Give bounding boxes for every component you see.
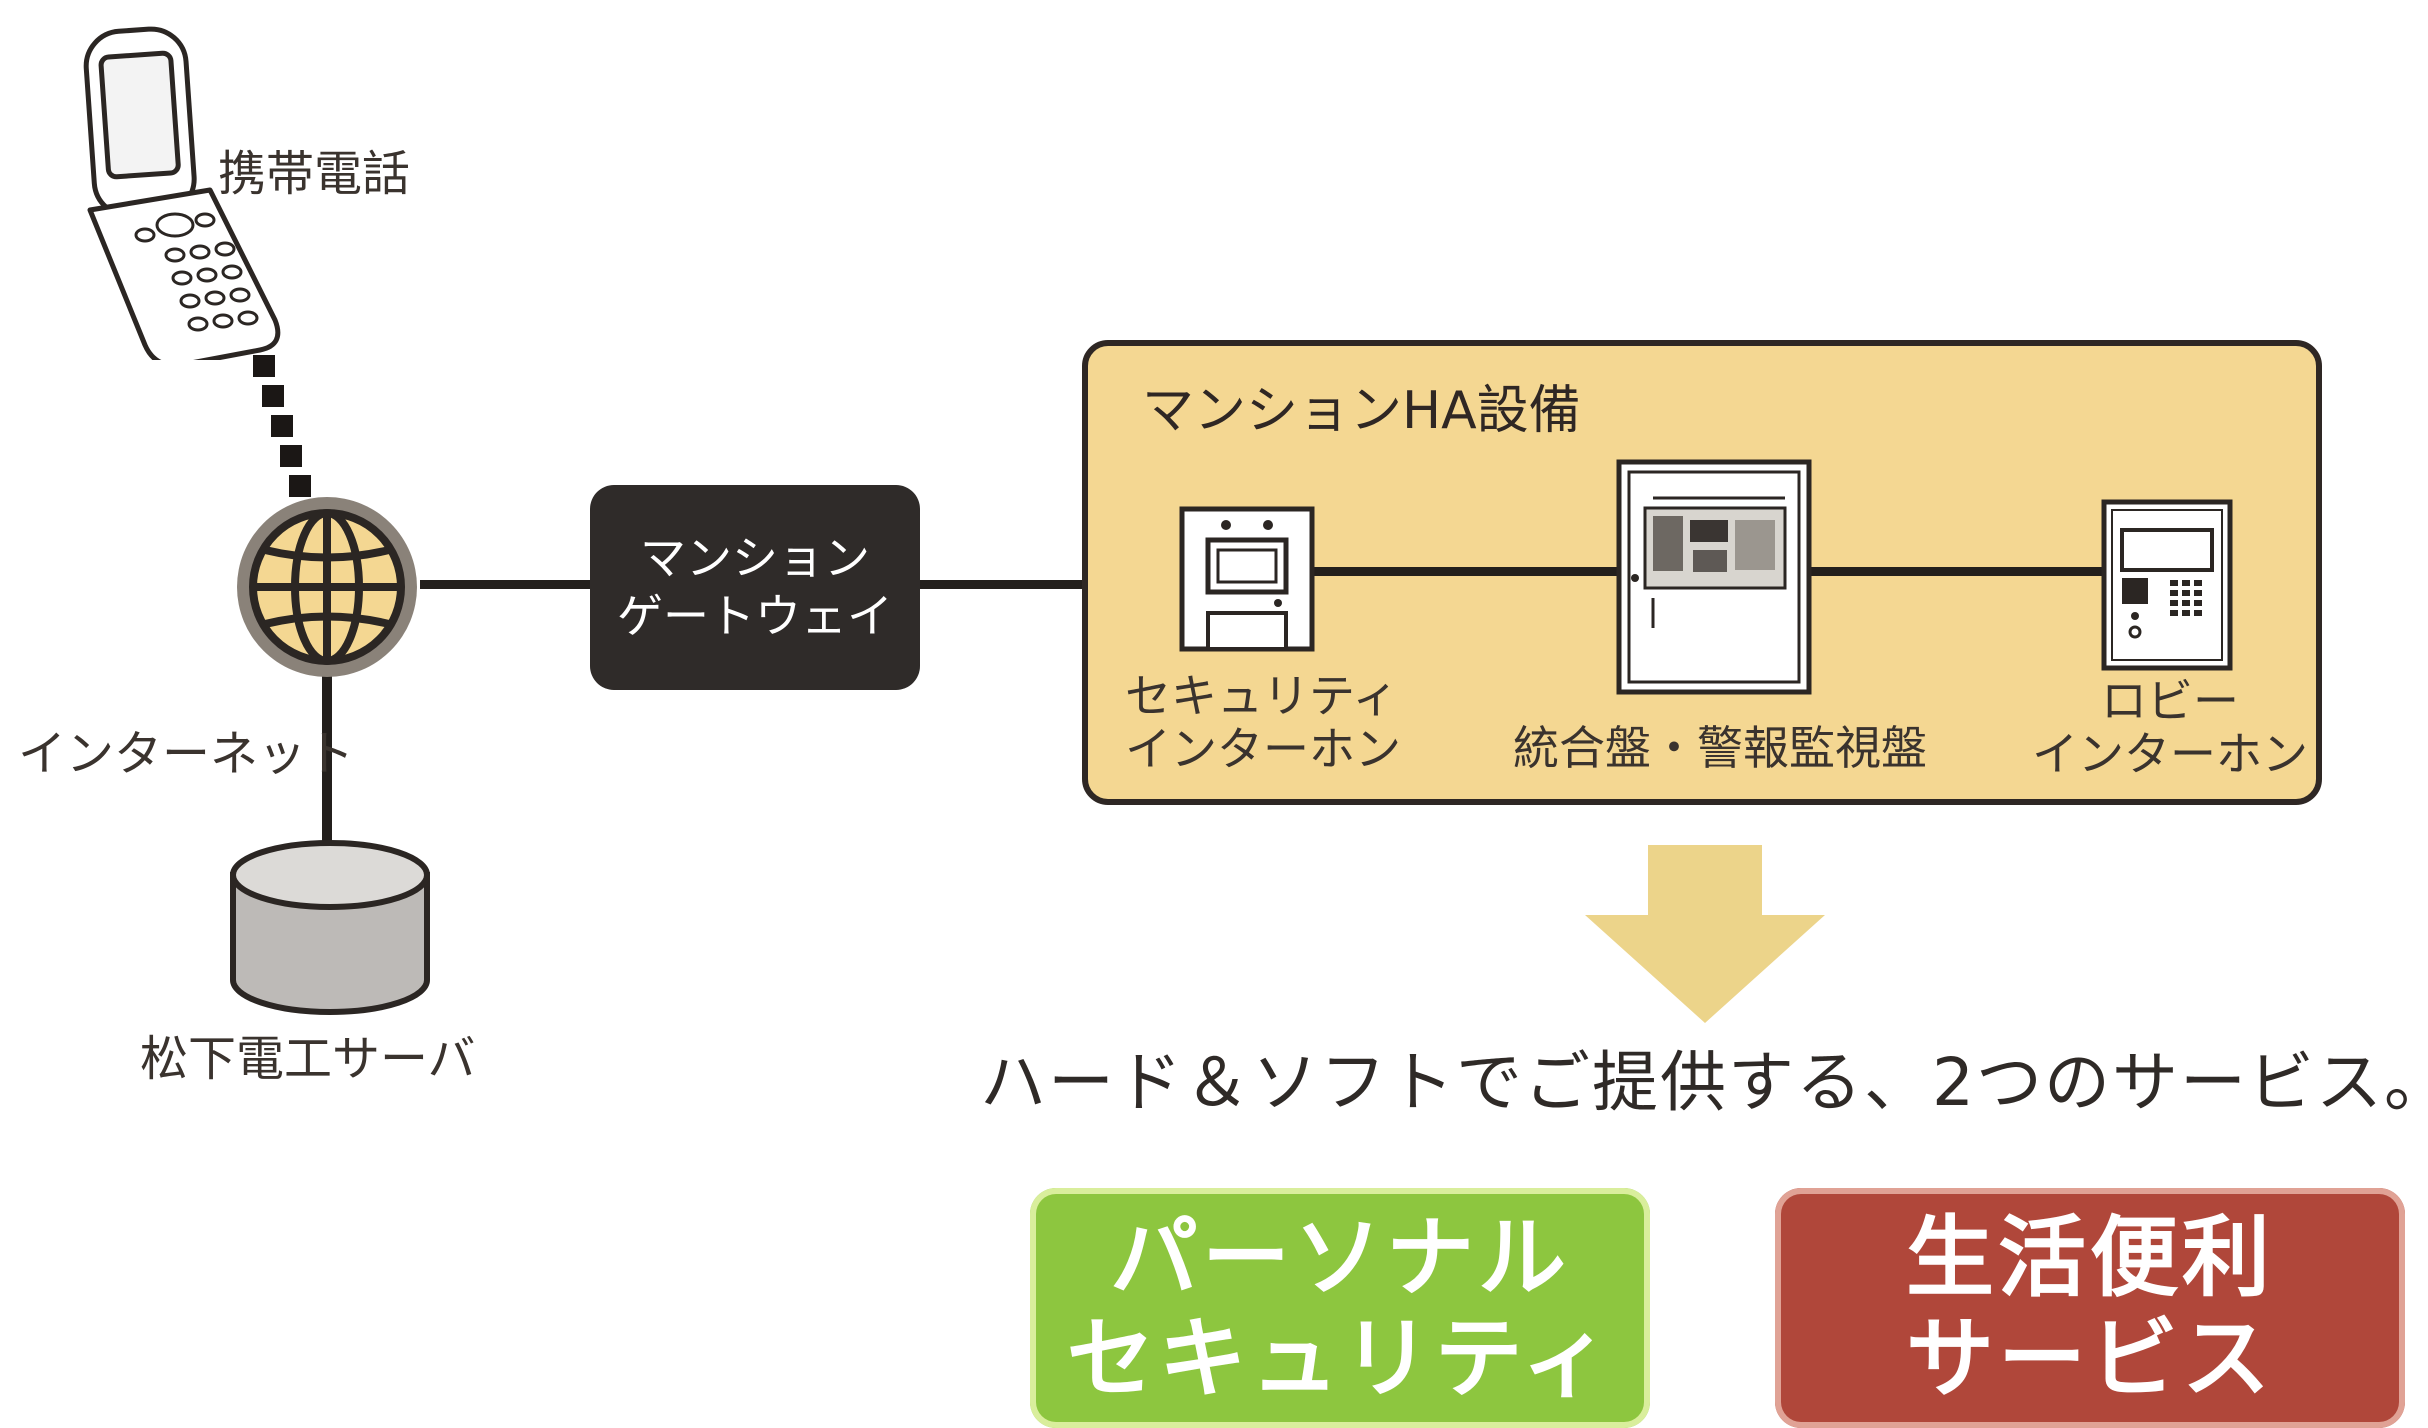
server-icon (230, 840, 430, 1015)
mobile-phone-icon (83, 26, 281, 360)
gateway-label-line1: マンション (640, 531, 870, 585)
security-intercom-label: セキュリティ インターホン (1125, 669, 1401, 776)
personal-security-line1: パーソナル (1109, 1205, 1570, 1309)
internet-gateway-line (420, 580, 595, 589)
lobby-intercom-icon (2101, 499, 2233, 671)
server-label: 松下電工サーバ (140, 1031, 476, 1087)
internet-label: インターネット (18, 726, 355, 782)
control-panel-label: 統合盤・警報監視盤 (1513, 721, 1927, 775)
control-panel-icon (1616, 459, 1812, 695)
mansion-gateway: マンション ゲートウェイ (590, 485, 920, 690)
security-intercom-icon (1179, 506, 1315, 652)
life-convenience-box: 生活便利 サービス (1775, 1188, 2405, 1428)
gateway-panel-line (915, 580, 1090, 589)
internet-globe-icon (237, 497, 417, 677)
ha-panel-title: マンションHA設備 (1142, 381, 1581, 441)
summary-text: ハード＆ソフトでご提供する、2つのサービス。 (980, 1044, 2428, 1121)
gateway-label-line2: ゲートウェイ (617, 588, 893, 643)
personal-security-box: パーソナル セキュリティ (1030, 1188, 1650, 1428)
life-convenience-line2: サービス (1905, 1307, 2274, 1410)
internet-server-line (322, 660, 332, 860)
lobby-intercom-label: ロビー インターホン (2032, 674, 2308, 781)
down-arrow-icon (1585, 845, 1825, 1023)
life-convenience-line1: 生活便利 (1905, 1205, 2274, 1309)
personal-security-line2: セキュリティ (1066, 1307, 1614, 1410)
mobile-phone-label: 携帯電話 (218, 146, 411, 202)
